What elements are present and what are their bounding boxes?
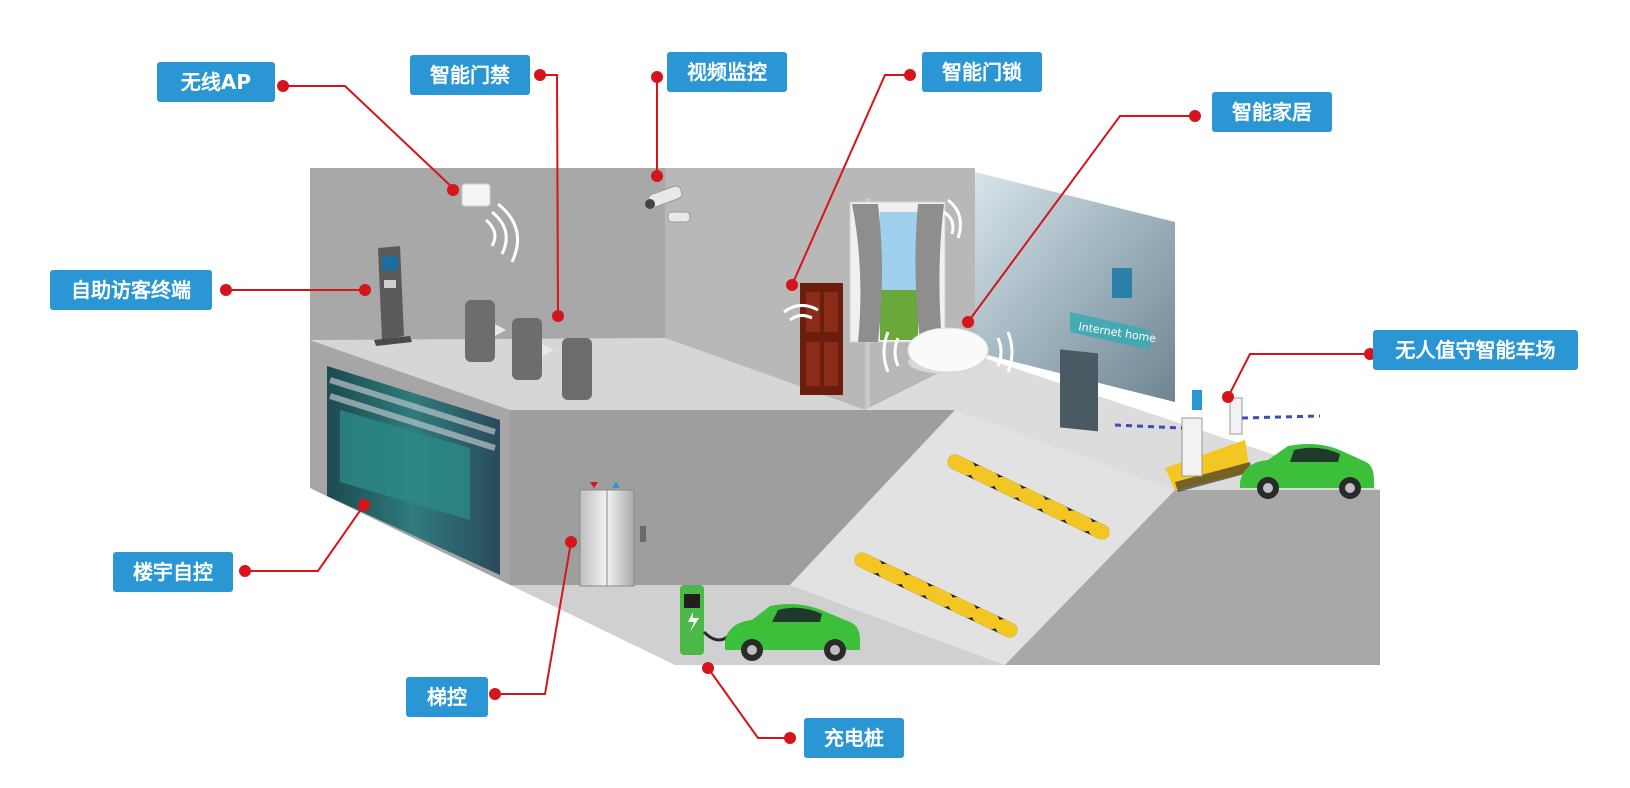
smart-hub-icon xyxy=(882,327,1014,374)
leader-dot-elevator-control xyxy=(489,688,501,700)
label-elevator-control: 梯控 xyxy=(406,677,488,717)
label-self-service-terminal: 自助访客终端 xyxy=(50,270,212,310)
window-wifi-icon xyxy=(943,198,962,239)
leader-line-elevator-control xyxy=(495,541,572,695)
leader-dot-building-automation-end xyxy=(358,499,370,511)
leader-dot-unattended-parking-end xyxy=(1222,391,1234,403)
home-floor xyxy=(865,355,1380,490)
leader-dot-self-service-terminal-end xyxy=(359,284,371,296)
leader-line-smart-lock xyxy=(791,74,910,286)
leader-dot-elevator-control-end xyxy=(565,536,577,548)
leader-dot-video-surveillance xyxy=(651,71,663,83)
elevator-icon xyxy=(579,482,646,587)
smart-home-panel: Internet home xyxy=(975,172,1175,432)
leader-dot-video-surveillance-end xyxy=(651,170,663,182)
ramp xyxy=(790,410,1175,665)
label-charging-pile: 充电桩 xyxy=(804,718,904,758)
leader-line-wireless-ap xyxy=(283,85,456,191)
leader-dot-charging-pile-end xyxy=(702,662,714,674)
label-smart-lock: 智能门锁 xyxy=(922,52,1042,92)
label-unattended-parking: 无人值守智能车场 xyxy=(1373,330,1578,370)
cctv-camera-icon xyxy=(645,185,691,223)
charger-icon xyxy=(680,585,734,655)
leader-dot-smart-home xyxy=(1189,110,1201,122)
leader-dot-building-automation xyxy=(239,565,251,577)
door-wifi-icon xyxy=(783,304,819,322)
label-wireless-ap: 无线AP xyxy=(157,62,275,102)
plant-room-panel xyxy=(327,366,500,575)
label-smart-home: 智能家居 xyxy=(1212,92,1332,132)
label-video-surveillance: 视频监控 xyxy=(667,52,787,92)
label-smart-access: 智能门禁 xyxy=(410,55,530,95)
leader-line-unattended-parking xyxy=(1227,353,1370,398)
door-icon xyxy=(800,283,843,395)
car-icon xyxy=(725,604,860,661)
leader-dot-self-service-terminal xyxy=(220,284,232,296)
leader-line-building-automation xyxy=(245,504,365,572)
label-building-automation: 楼宇自控 xyxy=(113,552,233,592)
car-icon xyxy=(1240,444,1374,499)
leader-dot-smart-access xyxy=(534,69,546,81)
leader-dot-smart-access-end xyxy=(552,310,564,322)
turnstile-icon xyxy=(465,300,592,400)
leader-dot-wireless-ap xyxy=(277,80,289,92)
leader-dot-wireless-ap-end xyxy=(447,184,459,196)
leader-dot-charging-pile xyxy=(784,732,796,744)
leader-dot-smart-lock-end xyxy=(786,279,798,291)
barrier-gate-icon xyxy=(1114,390,1321,492)
window xyxy=(849,201,946,343)
leader-line-smart-home xyxy=(967,115,1195,323)
right-block-front xyxy=(1005,490,1380,665)
leader-dot-smart-lock xyxy=(904,69,916,81)
kiosk-icon xyxy=(374,246,412,346)
leader-dot-smart-home-end xyxy=(962,316,974,328)
wifi-ap-icon xyxy=(461,183,520,263)
leader-line-charging-pile xyxy=(707,667,790,739)
speed-bump-icon xyxy=(854,454,1110,638)
